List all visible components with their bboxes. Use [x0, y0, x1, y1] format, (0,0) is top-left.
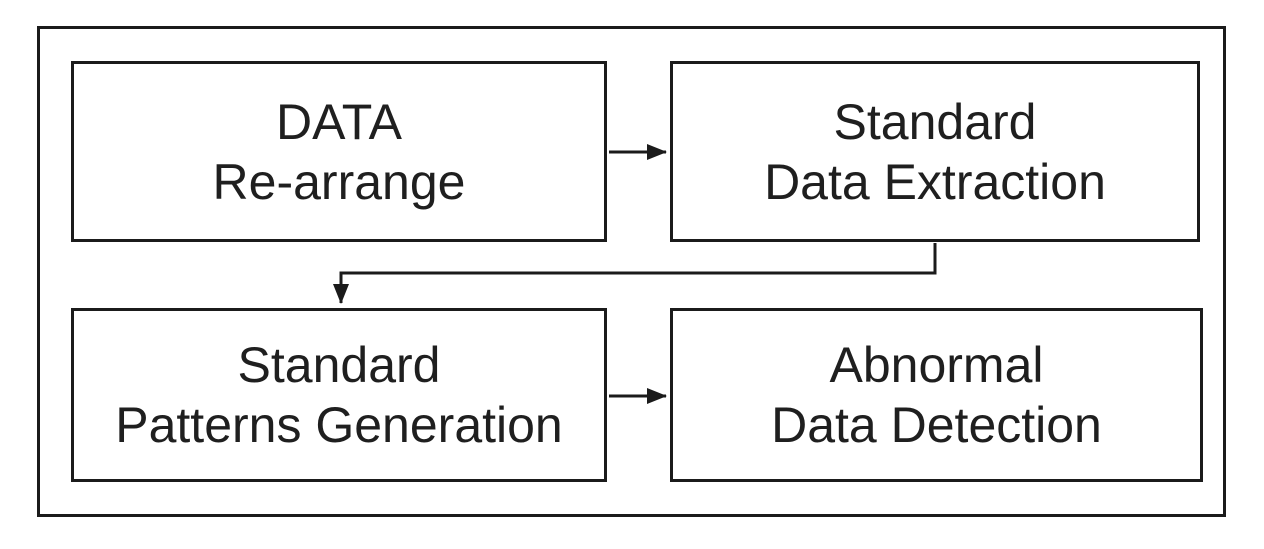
flowchart-node-standard-data-extraction: Standard Data Extraction: [670, 61, 1200, 242]
node-label-line: Patterns Generation: [115, 397, 563, 453]
flowchart-node-standard-patterns-generation: Standard Patterns Generation: [71, 308, 607, 482]
node-label-line: Standard: [833, 93, 1037, 150]
node-label-line: DATA: [276, 93, 402, 150]
node-label-line: Data Extraction: [764, 153, 1106, 210]
node-label-line: Abnormal: [829, 337, 1044, 393]
flowchart-node-data-re-arrange: DATA Re-arrange: [71, 61, 607, 242]
diagram-outer-frame: [37, 26, 1226, 517]
node-label-line: Data Detection: [771, 397, 1102, 453]
node-label-line: Re-arrange: [212, 153, 466, 210]
node-label-line: Standard: [237, 337, 441, 393]
flowchart-node-abnormal-data-detection: Abnormal Data Detection: [670, 308, 1203, 482]
